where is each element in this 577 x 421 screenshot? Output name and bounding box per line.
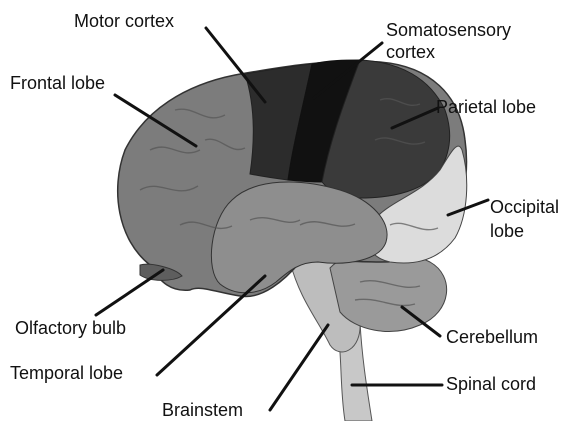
label-olfactory-bulb: Olfactory bulb — [15, 318, 126, 339]
label-frontal-lobe: Frontal lobe — [10, 73, 105, 94]
label-parietal-lobe: Parietal lobe — [436, 97, 536, 118]
label-temporal-lobe: Temporal lobe — [10, 363, 123, 384]
label-spinal-cord: Spinal cord — [446, 374, 536, 395]
label-cerebellum: Cerebellum — [446, 327, 538, 348]
leader-temporal-lobe — [157, 276, 265, 375]
label-occipital-lobe-line2: lobe — [490, 221, 524, 242]
leader-olfactory-bulb — [96, 270, 163, 315]
label-brainstem: Brainstem — [162, 400, 243, 421]
leader-brainstem — [270, 325, 328, 410]
cerebellum-region — [330, 251, 447, 331]
label-motor-cortex: Motor cortex — [74, 11, 174, 32]
label-somatosensory-cortex-line1: Somatosensory — [386, 20, 511, 41]
label-somatosensory-cortex-line2: cortex — [386, 42, 435, 63]
label-occipital-lobe-line1: Occipital — [490, 197, 559, 218]
